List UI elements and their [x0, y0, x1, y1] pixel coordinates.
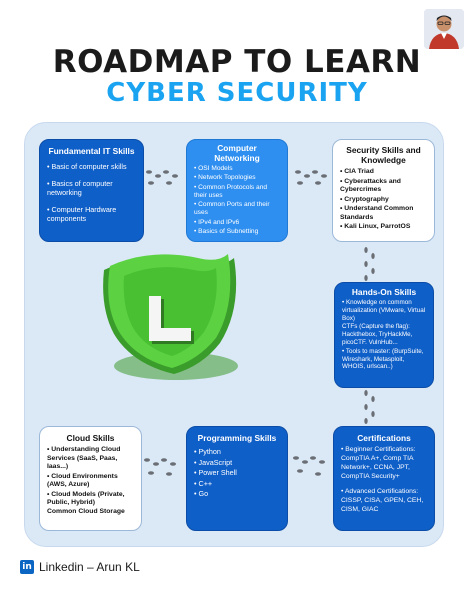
- card-cloud-skills: Cloud Skills • Understanding Cloud Servi…: [39, 426, 142, 531]
- list-item: • Basics of Subnetting: [194, 227, 259, 235]
- list-item: • Common Protocols and their uses: [194, 183, 268, 199]
- list-item: • Cloud Models (Private, Public, Hybrid): [47, 490, 125, 506]
- list-item: • Python: [194, 447, 221, 457]
- card-computer-networking: Computer Networking • OSI Models • Netwo…: [186, 139, 288, 242]
- list-item: • IPv4 and IPv6: [194, 218, 240, 226]
- footprints-icon: [144, 458, 176, 476]
- list-item: • Basic of computer skills: [47, 162, 127, 172]
- card-title: Certifications: [357, 433, 411, 443]
- footprints-icon: [295, 170, 327, 185]
- list-item: • Advanced Certifications: CISSP, CISA, …: [341, 488, 424, 514]
- list-item: • Beginner Certifications: CompTIA A+, C…: [341, 446, 416, 480]
- card-title: Cloud Skills: [66, 433, 115, 443]
- card-certifications: Certifications • Beginner Certifications…: [333, 426, 435, 531]
- card-title: Security Skills and Knowledge: [346, 145, 421, 166]
- page-title-line1: ROADMAP TO LEARN: [52, 44, 422, 80]
- list-item: • OSI Models: [194, 165, 233, 173]
- list-item: • JavaScript: [194, 457, 233, 467]
- footprints-icon: [364, 247, 375, 281]
- list-item: • Network Topologies: [194, 174, 256, 182]
- list-item: • Understanding Cloud Services (SaaS, Pa…: [47, 446, 121, 471]
- list-item: • Power Shell: [194, 468, 237, 478]
- list-item: • Go: [194, 489, 209, 499]
- list-item: • Common Ports and their uses: [194, 201, 270, 217]
- list-item: • Kali Linux, ParrotOS: [340, 223, 411, 231]
- list-item: Common Cloud Storage: [47, 508, 125, 516]
- card-hands-on-skills: Hands-On Skills • Knowledge on common vi…: [334, 282, 434, 388]
- card-title: Fundamental IT Skills: [48, 146, 135, 156]
- footer-label: Linkedin – Arun KL: [39, 560, 140, 574]
- card-title: Programming Skills: [197, 433, 277, 443]
- list-item: • Cyberattacks and Cybercrimes: [340, 177, 401, 194]
- list-item: • CIA Triad: [340, 168, 374, 176]
- list-item: • Cryptography: [340, 195, 389, 203]
- list-item: • Basics of computer networking: [47, 178, 113, 198]
- page-title-line2: CYBER SECURITY: [106, 78, 368, 108]
- list-item: CTFs (Capture the flag): Hackthebox, Try…: [342, 323, 413, 347]
- footprints-icon: [364, 390, 375, 424]
- card-security-skills: Security Skills and Knowledge • CIA Tria…: [332, 139, 435, 242]
- list-item: • Knowledge on common virtualization (VM…: [342, 299, 426, 322]
- list-item: • Computer Hardware components: [47, 204, 117, 224]
- author-avatar: [424, 9, 464, 49]
- list-item: • Cloud Environments (AWS, Azure): [47, 472, 118, 489]
- card-fundamental-it-skills: Fundamental IT Skills • Basic of compute…: [39, 139, 144, 242]
- card-programming-skills: Programming Skills • Python • JavaScript…: [186, 426, 288, 531]
- linkedin-icon: in: [20, 560, 34, 574]
- footprints-icon: [293, 456, 325, 476]
- footer-linkedin[interactable]: in Linkedin – Arun KL: [20, 560, 140, 574]
- card-title: Computer Networking: [214, 143, 260, 164]
- card-title: Hands-On Skills: [351, 287, 417, 297]
- shield-check-icon: [103, 254, 238, 380]
- list-item: • C++: [194, 478, 213, 488]
- footprints-icon: [146, 170, 178, 185]
- list-item: • Tools to master: (BurpSuite, Wireshark…: [342, 347, 424, 371]
- list-item: • Understand Common Standards: [340, 205, 414, 221]
